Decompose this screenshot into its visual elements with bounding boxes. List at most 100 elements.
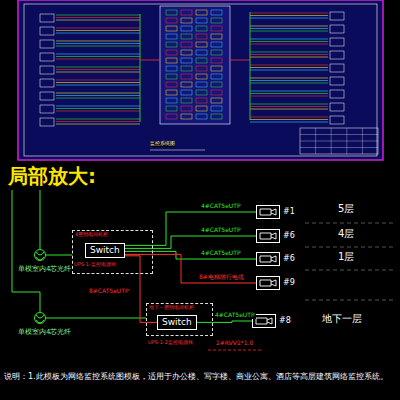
thumb-wire [250, 83, 328, 84]
thumb-port [181, 42, 192, 47]
thumb-port [196, 98, 207, 103]
thumb-port [166, 50, 177, 55]
thumb-wire [250, 91, 328, 92]
annotation-label: 单模室内4芯光纤 [18, 266, 71, 274]
thumb-port [181, 10, 192, 15]
camera-icon [257, 206, 280, 219]
thumb-wire [140, 60, 160, 61]
thumb-wire [250, 57, 328, 58]
thumb-wire [250, 26, 328, 27]
thumb-port [211, 82, 222, 87]
floor-divider [305, 300, 395, 301]
cable-label: 4#CAT5eUTP [200, 227, 242, 234]
thumb-wire [56, 98, 140, 99]
thumb-wire [56, 111, 140, 112]
thumb-wire [250, 104, 328, 105]
thumb-port [211, 34, 222, 39]
thumb-wire [56, 93, 140, 94]
thumb-port [211, 26, 222, 31]
thumb-port [196, 74, 207, 79]
thumb-port [181, 90, 192, 95]
thumb-port [181, 50, 192, 55]
fiber-line [46, 318, 146, 319]
thumb-port [181, 18, 192, 23]
thumb-wire [250, 106, 328, 107]
thumb-wire [250, 67, 328, 68]
thumb-port [211, 58, 222, 63]
thumb-port [166, 58, 177, 63]
thumb-wire [56, 46, 140, 47]
camera-icon [257, 230, 280, 243]
thumb-port [211, 106, 222, 111]
camera-icon [256, 252, 280, 266]
thumb-wire [250, 54, 328, 55]
camera-icon [256, 205, 280, 219]
thumb-port [166, 10, 177, 15]
thumb-wire [56, 95, 140, 96]
callout-number: #6 [283, 232, 295, 241]
thumb-rack [160, 6, 230, 124]
camera-icon [257, 277, 280, 290]
thumb-wire [250, 119, 328, 120]
title-block [331, 128, 332, 154]
annotation-label: 2#RVV2*1.0 [216, 340, 253, 347]
fiber-symbol [35, 313, 46, 324]
thumb-wire [250, 15, 328, 16]
thumb-port [211, 18, 222, 23]
annotation-label: 监控系统图 [150, 141, 175, 147]
camera-icon [260, 280, 276, 286]
network-switch: Switch [157, 315, 197, 330]
thumb-wire [56, 15, 140, 16]
thumb-port [196, 10, 207, 15]
cabinet-heading: 4层弱电间机柜 [73, 231, 152, 239]
thumb-device [40, 79, 54, 87]
thumb-wire [56, 124, 140, 125]
thumb-port [211, 74, 222, 79]
thumb-port [211, 114, 222, 119]
thumb-port [211, 50, 222, 55]
title-block [300, 147, 378, 148]
thumb-wire [250, 31, 328, 32]
annotation-label: 地下一层 [322, 313, 362, 324]
thumb-wire [56, 54, 140, 55]
thumb-port [181, 98, 192, 103]
cable-label: 4#CAT5eUTP [214, 312, 256, 319]
thumb-port [196, 34, 207, 39]
thumb-wire [56, 56, 140, 57]
thumb-port [196, 58, 207, 63]
thumb-wire [56, 119, 140, 120]
thumb-device [40, 40, 54, 48]
camera: #1 [256, 205, 295, 219]
fiber-symbol [36, 315, 44, 323]
camera-icon [252, 314, 276, 328]
thumb-port [166, 74, 177, 79]
annotation-label: 5层 [338, 203, 354, 214]
thumb-port [166, 106, 177, 111]
thumb-device [40, 66, 54, 74]
thumb-port [211, 42, 222, 47]
thumb-wire [230, 60, 250, 61]
thumb-wire [56, 17, 140, 18]
thumb-wire [56, 121, 140, 122]
thumb-device [330, 25, 344, 33]
thumb-port [166, 34, 177, 39]
thumb-wire [56, 20, 140, 21]
thumb-wire [250, 13, 328, 14]
camera: #6 [256, 229, 295, 243]
thumb-port [211, 10, 222, 15]
sheet-frame [24, 4, 377, 156]
thumb-wire [140, 14, 141, 122]
camera: #6 [256, 252, 295, 266]
thumb-port [181, 74, 192, 79]
thumb-port [196, 90, 207, 95]
title-block [300, 128, 378, 154]
thumb-device [40, 92, 54, 100]
thumb-wire [56, 82, 140, 83]
cable-line [197, 321, 252, 322]
thumb-port [181, 66, 192, 71]
thumb-port [196, 66, 207, 71]
thumb-device [330, 90, 344, 98]
thumb-device [40, 105, 54, 113]
